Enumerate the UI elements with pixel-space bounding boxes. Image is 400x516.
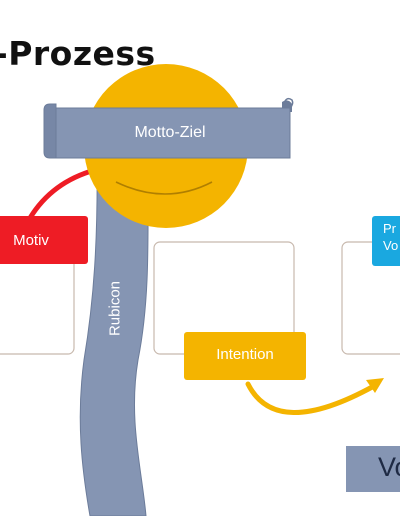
motto-banner-right-curl [283,97,294,109]
motiv-to-smiley-arc [27,167,98,221]
motto-ziel-label: Motto-Ziel [134,124,206,141]
volition-label: Vo [378,452,400,482]
smiley-mouth [115,181,213,195]
arrow-head-icon [366,378,384,393]
praeaktionale-label: Pr Vo [383,221,399,253]
intention-box [184,332,306,380]
intention-label: Intention [216,346,274,363]
motiv-box [0,216,88,264]
rubicon-river [79,155,149,516]
intention-to-prae-arrow [245,381,377,415]
motto-banner-left-scroll [43,103,57,159]
slide-title: -Prozess [0,34,156,73]
rubicon-label: Rubicon [106,280,124,337]
motto-banner [49,107,291,159]
praeaktionale-box [372,216,400,266]
volition-box [346,446,400,492]
motiv-label: Motiv [13,232,49,249]
